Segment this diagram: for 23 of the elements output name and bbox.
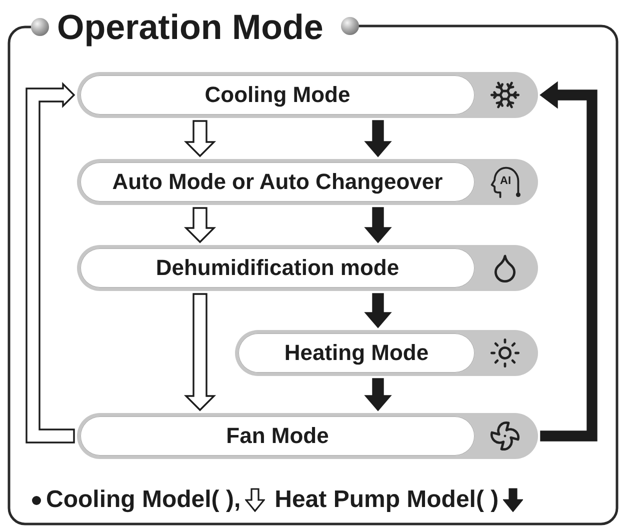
mode-pill [77,159,538,205]
block-arrow [364,207,392,244]
mode-label: Auto Mode or Auto Changeover [80,162,475,202]
legend-text: Cooling Model( ), [46,488,241,512]
hollow-arrow [26,82,76,444]
block-arrow [364,120,392,158]
diagram-title: Operation Mode [57,10,324,44]
mode-pill [77,245,538,291]
hollow-arrow [184,293,216,412]
block-arrow [540,81,598,442]
mode-label: Fan Mode [80,416,475,456]
mode-label: Cooling Mode [80,75,475,115]
mode-pill [77,72,538,118]
mode-pill [77,413,538,459]
mode-label: Heating Mode [238,333,475,373]
hollow-arrow [184,207,216,244]
mode-pill [235,330,538,376]
mode-label: Dehumidification mode [80,248,475,288]
block-arrow [364,293,392,328]
hollow-arrow [184,120,216,158]
block-arrow [364,378,392,412]
legend-text: Heat Pump Model( ) [274,488,499,512]
ai-text: AI [500,176,511,187]
